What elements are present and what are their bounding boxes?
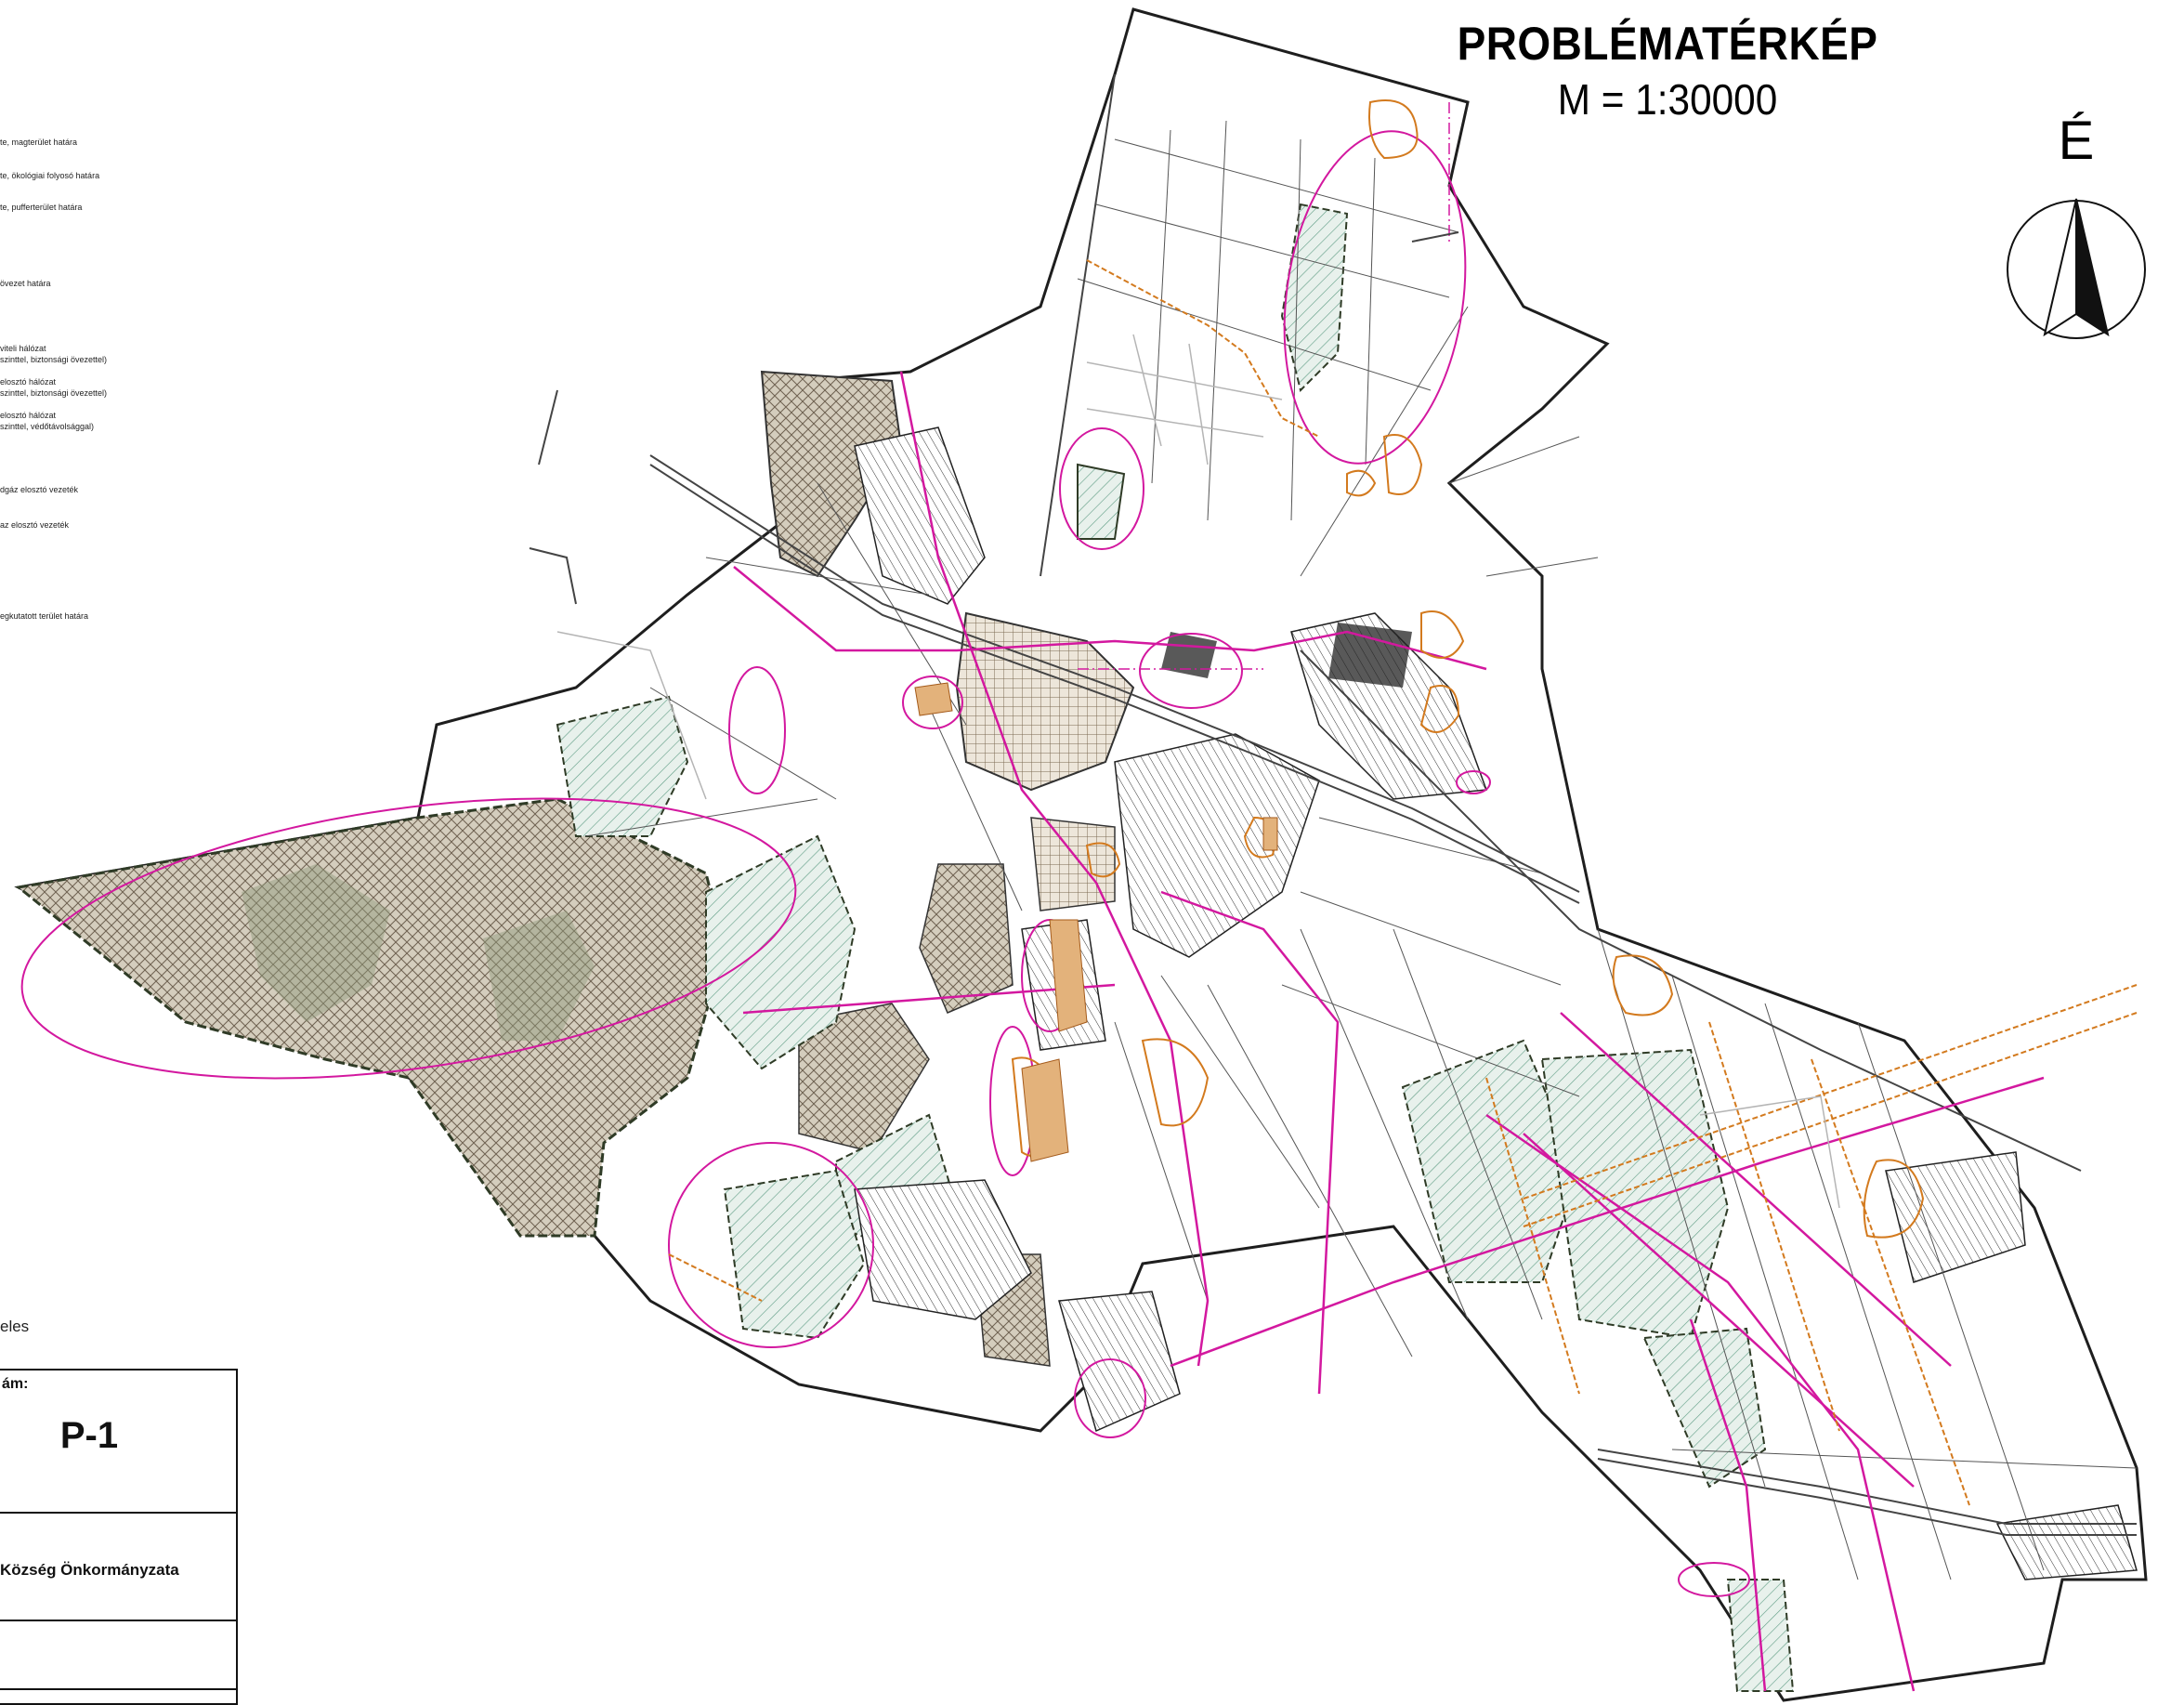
legend-trailing-note: eles [0, 1318, 30, 1335]
gas-lines-orange [668, 259, 2138, 1506]
legend-item: szinttel, biztonsági övezettel) [0, 355, 108, 364]
north-arrow-icon [2007, 198, 2146, 339]
legend-item: elosztó hálózat [0, 411, 57, 420]
legend-item: övezet határa [0, 279, 51, 288]
legend-item: viteli hálózat [0, 344, 46, 353]
owner-name: Község Önkormányzata [0, 1561, 179, 1579]
map-scale: M = 1:30000 [1557, 75, 1778, 124]
forest-area-north [760, 370, 903, 578]
legend: te, magterület határa te, ökológiai foly… [0, 0, 130, 650]
legend-item: elosztó hálózat [0, 377, 57, 387]
parcel-lines [584, 120, 2138, 1580]
green-hatch-center [705, 834, 857, 1070]
legend-item: te, ökológiai folyosó határa [0, 171, 100, 180]
drawing-number-label: ám: [2, 1376, 29, 1392]
legend-item: egkutatott terület határa [0, 611, 89, 621]
title-block-divider [0, 1620, 236, 1621]
legend-item: szinttel, biztonsági övezettel) [0, 388, 108, 398]
green-hatch-west [556, 695, 689, 837]
forest-darker-patches [242, 864, 390, 1022]
utility-lines-magenta [733, 371, 2045, 1692]
main-roads [538, 73, 2137, 1536]
settlement-parcels [1114, 733, 1320, 958]
title-block-divider [0, 1512, 236, 1514]
title-block-divider [0, 1688, 236, 1690]
legend-item: szinttel, védőtávolsággal) [0, 422, 95, 431]
drawing-code: P-1 [59, 1415, 119, 1456]
forest-area-west [15, 797, 726, 1238]
legend-item: dgáz elosztó vezeték [0, 485, 79, 494]
legend-item: te, magterület határa [0, 138, 78, 147]
title-block: ám: P-1 [0, 1369, 238, 1705]
legend-item: az elosztó vezeték [0, 520, 70, 530]
map-title: PROBLÉMATÉRKÉP [1457, 18, 1878, 70]
legend-item: te, pufferterület határa [0, 203, 83, 212]
north-label: É [2058, 111, 2095, 171]
